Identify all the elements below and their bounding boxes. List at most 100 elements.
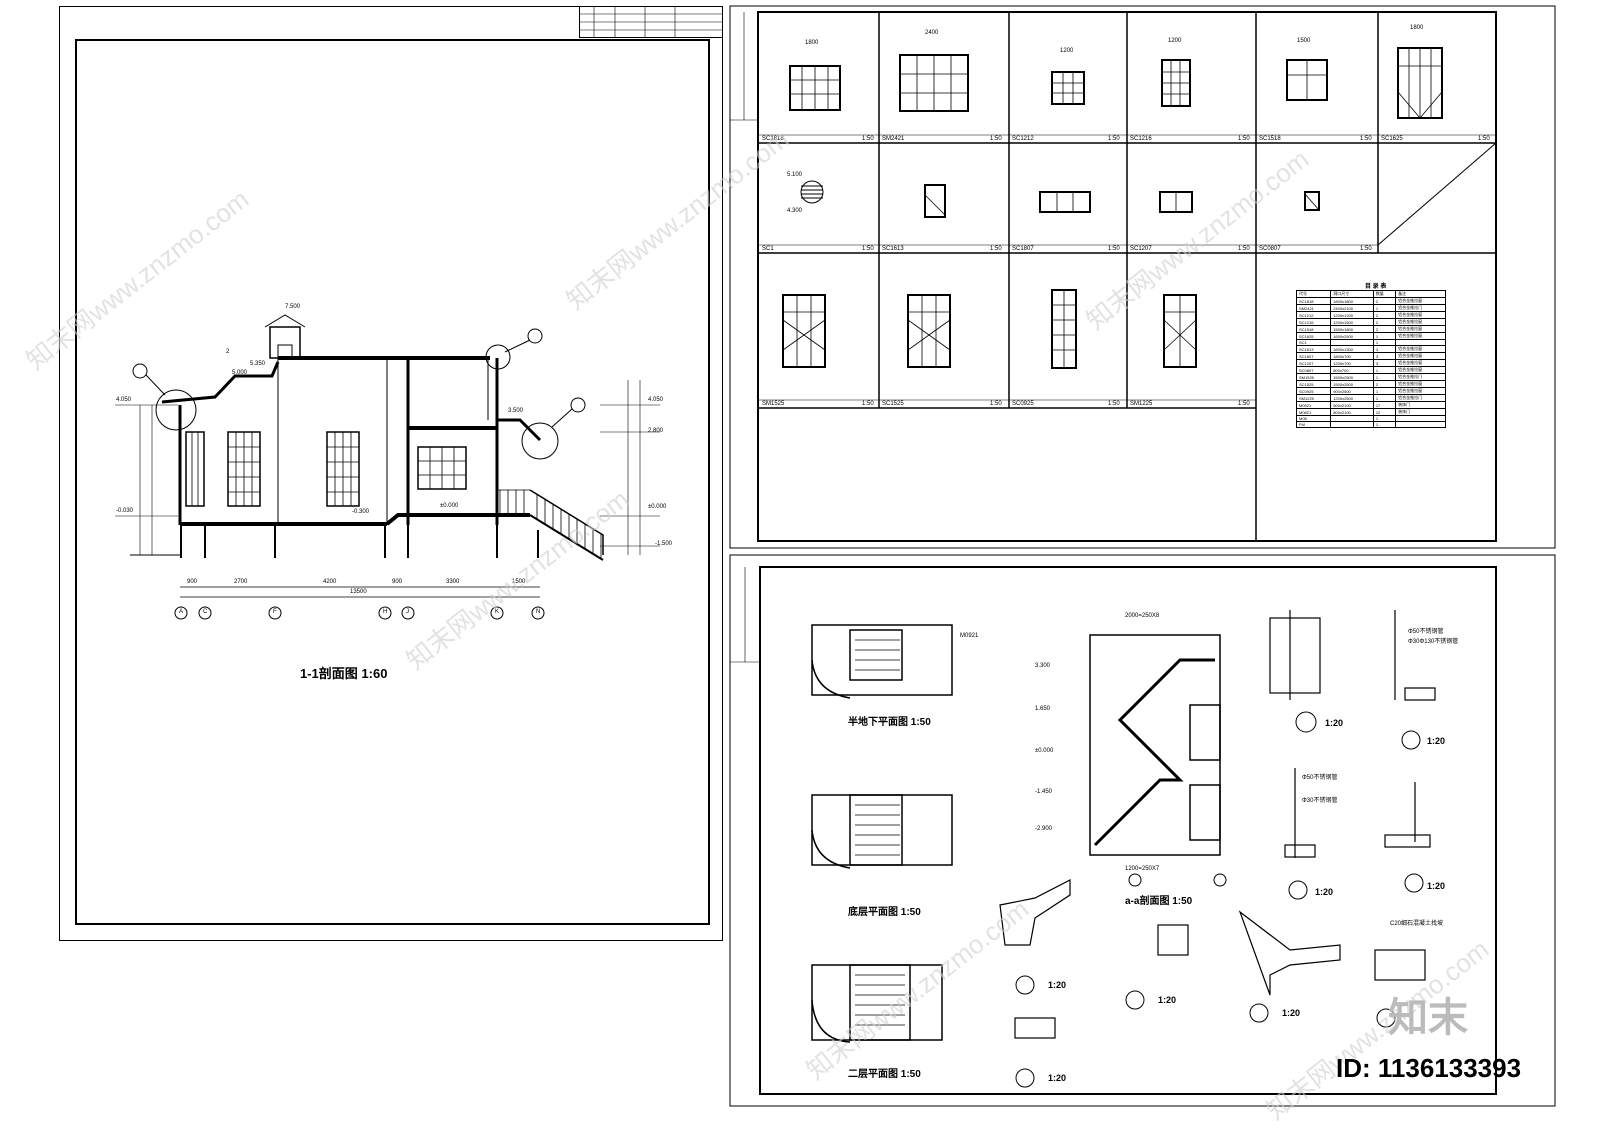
schedule-cell: 1600x1300 bbox=[1330, 345, 1374, 353]
schedule-cell: 铝合金推拉窗 bbox=[1395, 311, 1446, 319]
schedule-cell: 铝合金推拉窗 bbox=[1395, 359, 1446, 367]
schedule-cell: 铝合金推拉窗 bbox=[1395, 366, 1446, 374]
schedule-cell: 铝合金推拉窗 bbox=[1395, 380, 1446, 388]
left-sheet-frame bbox=[59, 6, 723, 941]
cell-scale-1: 1:50 bbox=[990, 136, 1002, 142]
sc1-elev-top: 5.100 bbox=[787, 172, 803, 178]
axis-c: C bbox=[203, 609, 208, 615]
id-label: ID: 1136133393 bbox=[1336, 1053, 1522, 1083]
schedule-cell: SC1807 bbox=[1295, 352, 1332, 360]
rail-note-3: Φ50不锈钢管 bbox=[1302, 775, 1338, 781]
elev-roof-peak: 7.500 bbox=[285, 304, 301, 310]
cell-scale-8: 1:50 bbox=[1108, 246, 1120, 252]
axis-a: A bbox=[179, 609, 184, 615]
axis-n: N bbox=[536, 609, 541, 615]
sc1-round-window bbox=[800, 180, 824, 204]
schedule-cell: 2 bbox=[1372, 325, 1397, 333]
stair-dim-0: 2000=250X8 bbox=[1125, 613, 1160, 619]
cell-scale-7: 1:50 bbox=[990, 246, 1002, 252]
schedule-cell: 铝合金推拉窗 bbox=[1395, 297, 1446, 305]
schedule-cell: SC1216 bbox=[1295, 318, 1332, 326]
cell-code-4: SC1518 bbox=[1259, 136, 1281, 142]
schedule-cell: 1500x2500 bbox=[1330, 373, 1374, 381]
schedule-cell: 1 bbox=[1372, 387, 1397, 395]
plan-title-basement: 半地下平面图 1:50 bbox=[848, 717, 931, 728]
detail-scale-3: 1:20 bbox=[1048, 980, 1067, 990]
stair-plans bbox=[811, 624, 953, 1043]
schedule-cell: SC0925 bbox=[1295, 387, 1332, 395]
cell-scale-0: 1:50 bbox=[862, 136, 874, 142]
stair-dim-1: 1200=250X7 bbox=[1125, 866, 1160, 872]
elev-left-low: -0.030 bbox=[116, 508, 134, 514]
details bbox=[999, 610, 1436, 1039]
elev-mid-right: 3.500 bbox=[508, 408, 524, 414]
rail-note-2: Φ30Φ130不锈钢管 bbox=[1408, 639, 1459, 645]
schedule-cell: 1 bbox=[1372, 304, 1397, 312]
rail-note-4: Φ30不锈钢管 bbox=[1302, 798, 1338, 804]
cell-scale-13: 1:50 bbox=[990, 401, 1002, 407]
axis-h: H bbox=[383, 609, 388, 615]
cell-code-1: SM2421 bbox=[882, 136, 905, 142]
schedule-cell: 17 bbox=[1372, 401, 1397, 409]
dim-top-5: 1500 bbox=[512, 579, 526, 585]
cell-code-10: SC0807 bbox=[1259, 246, 1281, 252]
schedule-cell: 铝合金推拉窗 bbox=[1395, 387, 1446, 395]
schedule-cell: 装饰门 bbox=[1395, 401, 1446, 409]
schedule-cell: M0921 bbox=[1295, 401, 1332, 409]
top-dim-0: 1800 bbox=[805, 40, 819, 46]
schedule-cell: 2 bbox=[1372, 311, 1397, 319]
schedule-cell: 3 bbox=[1372, 359, 1397, 367]
sc1-elev-bottom: 4.300 bbox=[787, 208, 803, 214]
dim-top-0: 900 bbox=[187, 579, 198, 585]
elev-mark-3: -1.450 bbox=[1035, 789, 1053, 795]
cell-scale-14: 1:50 bbox=[1108, 401, 1120, 407]
schedule-cell: 装饰门 bbox=[1395, 408, 1446, 416]
schedule-cell: 铝合金推拉窗 bbox=[1395, 345, 1446, 353]
schedule-cell: SM1225 bbox=[1295, 394, 1332, 402]
cell-code-0: SC1818 bbox=[762, 136, 784, 142]
detail-scale-4: 1:20 bbox=[1048, 1073, 1067, 1083]
elev-floor-left: -0.300 bbox=[352, 509, 370, 515]
schedule-header-cell: 代号 bbox=[1295, 290, 1332, 298]
cell-scale-5: 1:50 bbox=[1478, 136, 1490, 142]
schedule-cell: 1600x2500 bbox=[1330, 332, 1374, 340]
schedule-cell: 3 bbox=[1372, 345, 1397, 353]
cell-scale-9: 1:50 bbox=[1238, 246, 1250, 252]
top-dim-3: 1200 bbox=[1168, 38, 1182, 44]
elev-mid-right2: 2.800 bbox=[648, 428, 664, 434]
schedule-cell: 900x2500 bbox=[1330, 387, 1374, 395]
schedule-cell: 铝合金推拉窗 bbox=[1395, 325, 1446, 333]
elev-roof-a: 5.350 bbox=[250, 361, 266, 367]
cell-scale-10: 1:50 bbox=[1360, 246, 1372, 252]
top-dim-2: 1200 bbox=[1060, 48, 1074, 54]
section-aa-title: a-a剖面图 1:50 bbox=[1125, 896, 1193, 907]
axis-j: J bbox=[406, 609, 409, 615]
schedule-cell: 1 bbox=[1372, 373, 1397, 381]
dim-top-4: 3300 bbox=[446, 579, 460, 585]
elev-mark-0: 3.300 bbox=[1035, 663, 1051, 669]
slope-label: 2 bbox=[226, 349, 230, 355]
schedule-cell: 1 bbox=[1372, 366, 1397, 374]
schedule-cell: SC1212 bbox=[1295, 311, 1332, 319]
axis-k: K bbox=[495, 609, 500, 615]
schedule-cell: 1 bbox=[1372, 421, 1397, 428]
top-dim-4: 1500 bbox=[1297, 38, 1311, 44]
schedule-header-cell: 洞口尺寸 bbox=[1330, 290, 1374, 298]
elev-mark-1: 1.650 bbox=[1035, 706, 1051, 712]
cell-scale-2: 1:50 bbox=[1108, 136, 1120, 142]
top-dim-1: 2400 bbox=[925, 30, 939, 36]
schedule-header-cell: 备注 bbox=[1395, 290, 1446, 298]
cell-code-7: SC1613 bbox=[882, 246, 904, 252]
schedule-cell: 铝合金推拉窗 bbox=[1395, 318, 1446, 326]
elev-zero-right: ±0.000 bbox=[648, 504, 667, 510]
axis-f: F bbox=[273, 609, 277, 615]
schedule-header-row: 代号洞口尺寸数量备注 bbox=[1295, 290, 1446, 298]
